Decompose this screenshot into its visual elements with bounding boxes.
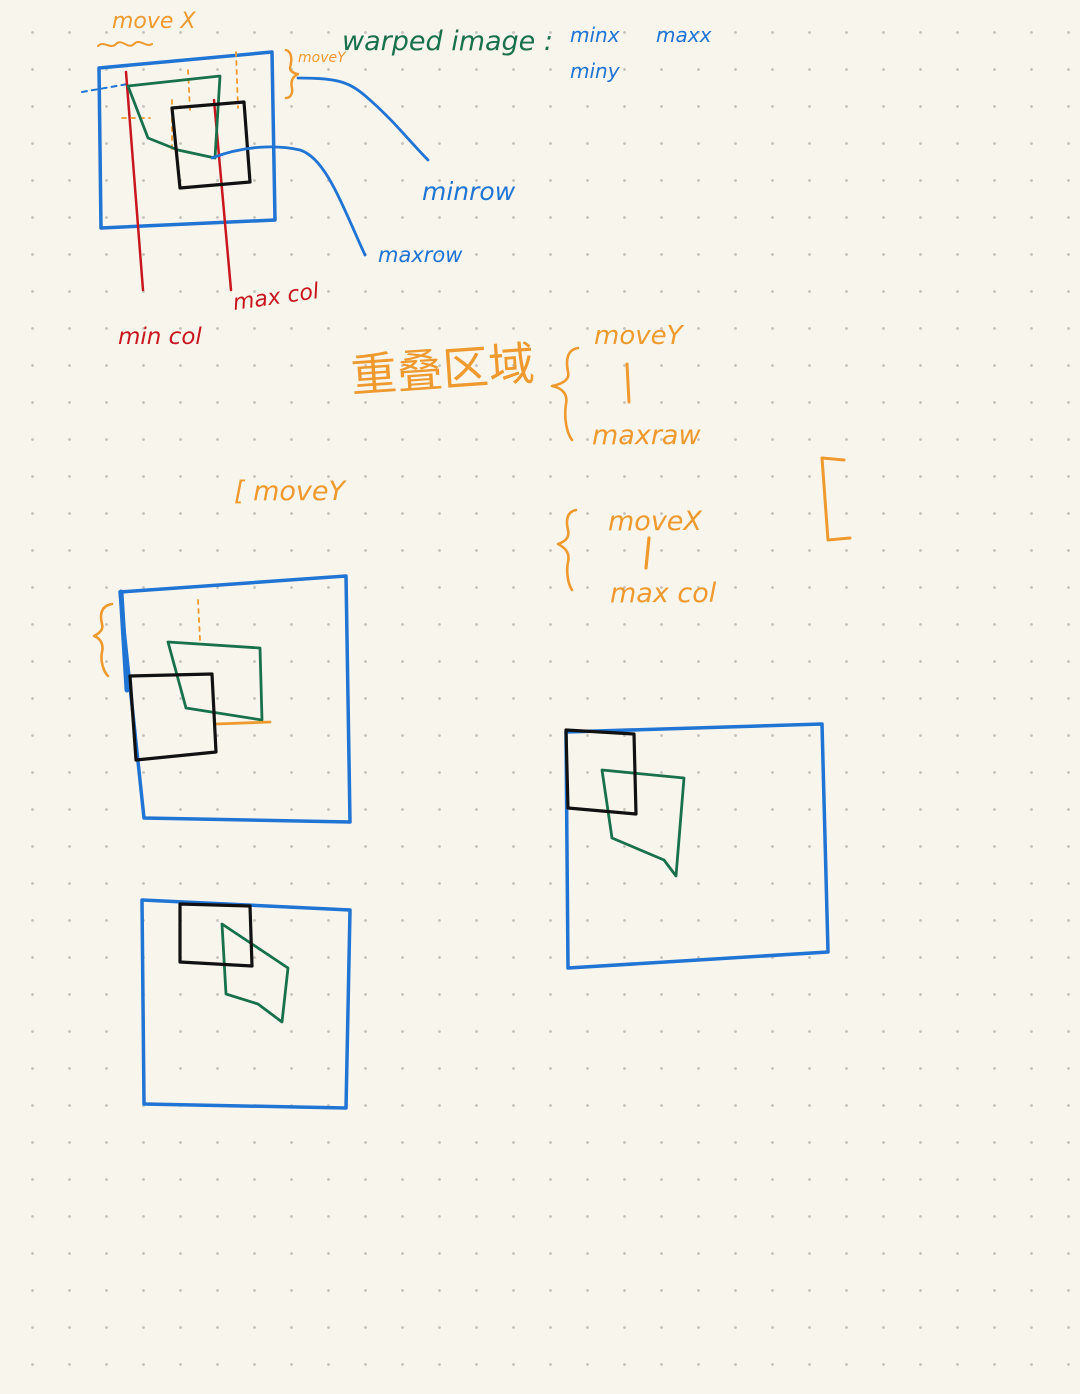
- orange-tick-2: [644, 536, 651, 570]
- diagram-top-left: move X moveY warped image : minx maxx mi…: [81, 9, 712, 350]
- label-move-y-small: moveY: [298, 50, 347, 66]
- orange-underline: [214, 720, 272, 726]
- label-overlap-region: 重叠区域: [349, 336, 536, 403]
- label-min-col: min col: [118, 324, 202, 350]
- label-warped-image: warped image :: [342, 26, 553, 57]
- label-move-x-top: move X: [112, 9, 196, 34]
- leader-max-row: [210, 145, 367, 257]
- orange-brace-left: [92, 602, 114, 678]
- diagram-bottom-left: [140, 898, 352, 1110]
- blue-frame: [97, 50, 277, 230]
- orange-brace-small: [284, 48, 300, 100]
- green-warped-quad: [126, 74, 222, 160]
- label-max-raw: maxraw: [592, 420, 701, 451]
- green-warped-quad: [220, 922, 290, 1024]
- black-rect: [178, 902, 254, 968]
- green-warped-quad: [166, 640, 264, 722]
- overlap-notes: 重叠区域 moveY maxraw [ moveY moveX max col: [234, 321, 852, 609]
- orange-squiggle: [97, 41, 153, 47]
- label-move-x-2: moveX: [608, 506, 702, 537]
- black-rect: [564, 728, 638, 816]
- orange-tick-1: [625, 362, 631, 404]
- blue-frame: [564, 722, 830, 970]
- label-max-x: maxx: [656, 23, 712, 47]
- green-warped-quad: [600, 768, 686, 878]
- label-move-y-bracket: [ moveY: [234, 476, 348, 507]
- label-max-col: max col: [231, 279, 320, 316]
- orange-bracket-right: [820, 456, 852, 542]
- label-move-y-1: moveY: [594, 321, 685, 351]
- blue-dash: [81, 83, 129, 93]
- label-min-y: miny: [570, 59, 621, 83]
- leader-min-row: [296, 76, 430, 162]
- orange-brace-1: [550, 346, 580, 442]
- blue-frame: [118, 574, 352, 824]
- diagram-middle-left: [92, 574, 352, 824]
- blue-left-thick: [118, 589, 130, 693]
- diagram-middle-right: [564, 722, 830, 970]
- orange-brace-2: [556, 508, 578, 592]
- label-max-col-2: max col: [610, 578, 717, 609]
- label-max-row: maxrow: [378, 243, 463, 267]
- label-min-x: minx: [570, 23, 620, 47]
- red-min-col-line: [124, 70, 145, 292]
- blue-frame: [140, 898, 352, 1110]
- orange-dash-vertical: [197, 599, 201, 641]
- orange-dash-guide: [121, 51, 239, 151]
- black-rect: [128, 672, 218, 762]
- black-rect: [170, 100, 252, 190]
- label-min-row: minrow: [422, 177, 516, 206]
